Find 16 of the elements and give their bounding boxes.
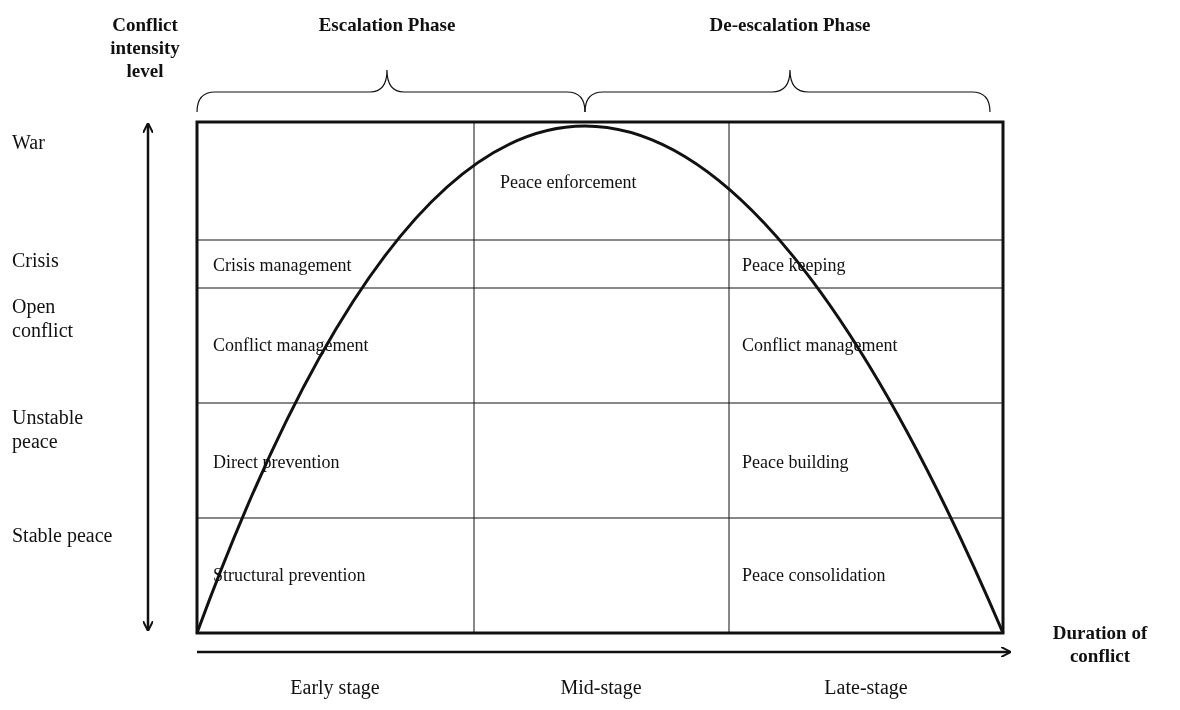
intensity-level-label: War (12, 130, 46, 154)
stage-label: Early stage (289, 675, 381, 699)
intensity-level-label: Crisis (12, 248, 60, 272)
axis-title: Conflict intensity level (109, 14, 181, 83)
intervention-label: Peace enforcement (500, 172, 637, 194)
intervention-label: Peace building (742, 452, 849, 474)
intensity-level-label: Open conflict (12, 294, 75, 342)
intensity-level-label: Stable peace (12, 523, 114, 547)
intervention-label: Crisis management (213, 255, 352, 277)
stage-label: Late-stage (823, 675, 909, 699)
intervention-label: Peace consolidation (742, 565, 886, 587)
phase-label: Escalation Phase (317, 14, 457, 37)
phase-label: De-escalation Phase (708, 14, 872, 37)
axis-title: Duration of conflict (1051, 622, 1149, 668)
intensity-level-label: Unstable peace (12, 405, 85, 453)
stage-label: Mid-stage (559, 675, 643, 699)
